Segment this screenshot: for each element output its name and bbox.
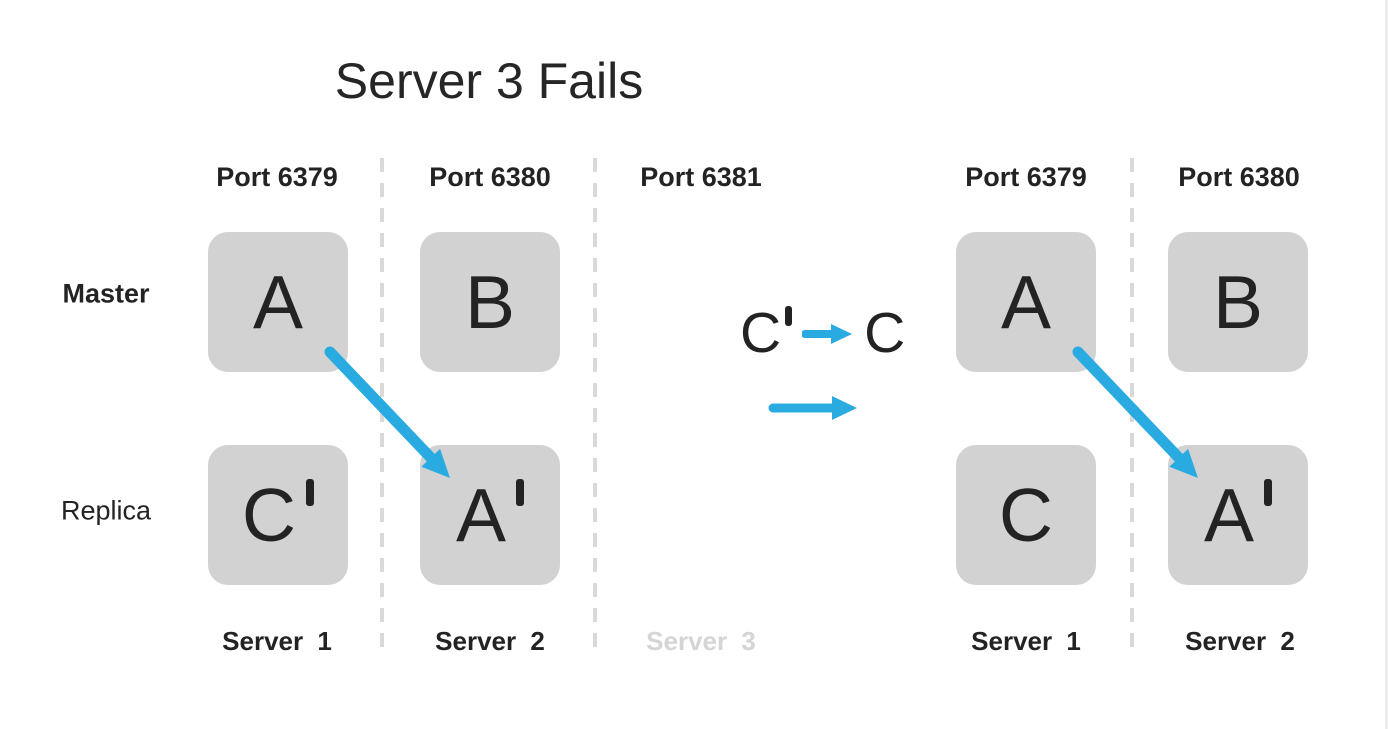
page-title: Server 3 Fails <box>334 53 644 109</box>
node-letter: B <box>464 259 516 344</box>
prime-mark <box>785 306 793 327</box>
page-edge-line <box>1385 0 1388 729</box>
node-box-replica-c-prime: C <box>208 445 348 585</box>
promotion-annotation: C C <box>740 303 905 365</box>
right-port-6379-label: Port 6379 <box>965 162 1087 192</box>
node-letter: B <box>1212 259 1264 344</box>
left-port-6379-label: Port 6379 <box>216 162 338 192</box>
promotion-arrow-icon <box>802 324 853 344</box>
replica-row-label: Replica <box>60 495 152 526</box>
dashed-divider <box>593 158 597 657</box>
left-server-3-label-failed: Server 3 <box>646 626 756 656</box>
node-box-master-b: B <box>420 232 560 372</box>
failover-arrow-icon <box>1072 346 1198 478</box>
node-letter: C <box>241 472 297 557</box>
left-server-2-label: Server 2 <box>435 626 545 656</box>
node-box-master-b: B <box>1168 232 1308 372</box>
term-letter: C <box>740 301 782 366</box>
right-server-2-label: Server 2 <box>1185 626 1295 656</box>
node-letter: A <box>1000 259 1052 344</box>
node-letter: C <box>998 472 1054 557</box>
transition-from-term: C <box>740 301 793 366</box>
node-letter: A <box>252 259 304 344</box>
failover-arrow-icon <box>324 346 450 478</box>
node-box-master-a: A <box>208 232 348 372</box>
node-letter: A <box>455 472 507 557</box>
prime-mark <box>516 479 525 506</box>
transition-to-term: C <box>864 301 906 366</box>
right-server-1-label: Server 1 <box>971 626 1081 656</box>
node-letter: A <box>1203 472 1255 557</box>
transition-arrow-icon <box>768 396 857 420</box>
left-port-6380-label: Port 6380 <box>429 162 551 192</box>
prime-mark <box>306 479 315 506</box>
term-letter: C <box>864 301 906 366</box>
master-row-label: Master <box>62 278 150 309</box>
right-port-6380-label: Port 6380 <box>1178 162 1300 192</box>
prime-mark <box>1264 479 1273 506</box>
node-box-master-a: A <box>956 232 1096 372</box>
left-port-6381-label: Port 6381 <box>640 162 762 192</box>
left-server-1-label: Server 1 <box>222 626 332 656</box>
node-box-replica-c: C <box>956 445 1096 585</box>
